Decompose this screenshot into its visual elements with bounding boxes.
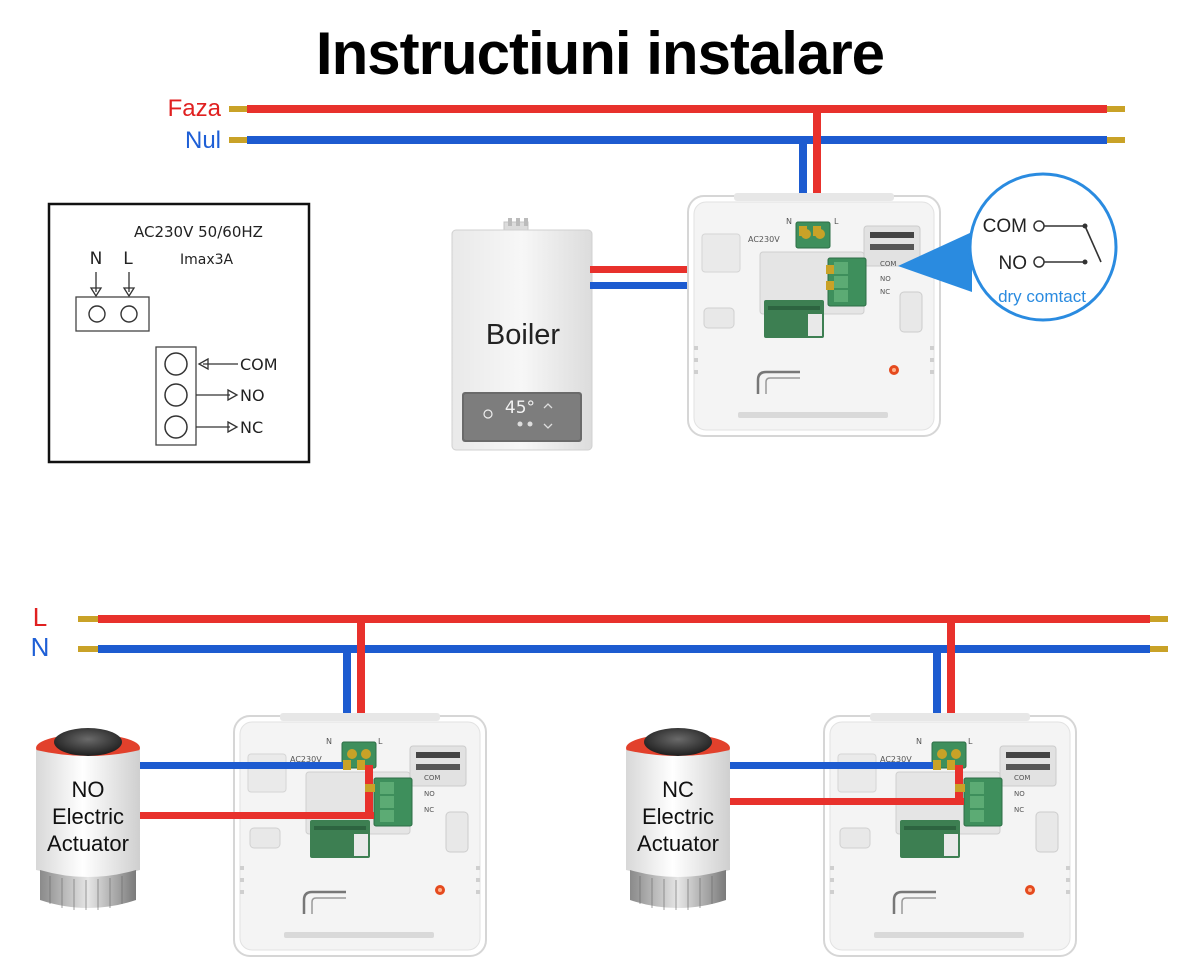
top-thermostat-feed: [799, 105, 821, 240]
thermostat-bottom-right: N L AC230V COM NO NC: [822, 711, 1078, 958]
actuator-nc: NC Electric Actuator: [626, 728, 730, 910]
actuator-nc-line2: Electric: [642, 804, 714, 829]
actuator-right-wires: [728, 760, 965, 805]
actuator-no: NO Electric Actuator: [36, 728, 140, 910]
thermostat-br-com: COM: [1014, 774, 1030, 782]
thermostat-bl-l: L: [378, 737, 383, 746]
thermostat-top-n: N: [786, 217, 792, 226]
dry-contact-callout: COM NO dry comtact: [898, 172, 1118, 322]
thermostat-br-l: L: [968, 737, 973, 746]
thermostat-bl-n: N: [326, 737, 332, 746]
boiler: 45° Boiler: [451, 218, 593, 451]
bottom-n-wire: [78, 645, 1168, 653]
thermostat-bottom-left: N L AC230V COM NO NC: [232, 711, 488, 958]
schematic-no-label: NO: [240, 386, 265, 405]
actuator-no-line3: Actuator: [47, 831, 129, 856]
callout-no-label: NO: [999, 253, 1028, 274]
page-title: Instructiuni instalare: [316, 20, 884, 87]
actuator-left-wires: [138, 760, 375, 819]
actuator-no-line2: Electric: [52, 804, 124, 829]
thermostat-br-n: N: [916, 737, 922, 746]
bottom-n-label: N: [31, 632, 50, 662]
actuator-nc-line3: Actuator: [637, 831, 719, 856]
schematic-l-label: L: [123, 249, 133, 269]
thermostat-bl-nc: NC: [424, 806, 434, 814]
thermostat-top-voltage: AC230V: [748, 235, 780, 244]
thermostat-br-voltage: AC230V: [880, 755, 912, 764]
schematic-rating: AC230V 50/60HZ: [134, 223, 263, 241]
bottom-feed-left: [343, 615, 365, 765]
thermostat-top-no: NO: [880, 275, 891, 283]
schematic-nc-label: NC: [240, 418, 263, 437]
top-phase-wire: [229, 105, 1125, 113]
boiler-label: Boiler: [486, 319, 560, 351]
thermostat-br-nc: NC: [1014, 806, 1024, 814]
neutral-label: Nul: [185, 127, 221, 154]
thermostat-top-l: L: [834, 217, 839, 226]
callout-com-label: COM: [983, 216, 1027, 237]
schematic-current: Imax3A: [180, 252, 234, 268]
phase-label: Faza: [168, 95, 222, 122]
thermostat-bl-no: NO: [424, 790, 435, 798]
thermostat-br-no: NO: [1014, 790, 1025, 798]
boiler-display-temp: 45°: [505, 398, 535, 418]
schematic-n-label: N: [90, 249, 103, 269]
thermostat-top-com: COM: [880, 260, 896, 268]
bottom-feed-right: [933, 615, 955, 765]
thermostat-top-nc: NC: [880, 288, 890, 296]
bottom-l-wire: [78, 615, 1168, 623]
thermostat-bl-com: COM: [424, 774, 440, 782]
top-neutral-wire: [229, 136, 1125, 144]
actuator-no-line1: NO: [72, 777, 105, 802]
thermostat-top: N L AC230V COM NO NC: [686, 191, 942, 438]
callout-caption: dry comtact: [998, 287, 1086, 306]
schematic-com-label: COM: [240, 355, 278, 374]
terminal-schematic: AC230V 50/60HZ Imax3A N L COM NO NC: [47, 202, 311, 464]
bottom-l-label: L: [33, 602, 47, 632]
thermostat-bl-voltage: AC230V: [290, 755, 322, 764]
actuator-nc-line1: NC: [662, 777, 694, 802]
top-terminal-wire-ends: [799, 226, 834, 290]
